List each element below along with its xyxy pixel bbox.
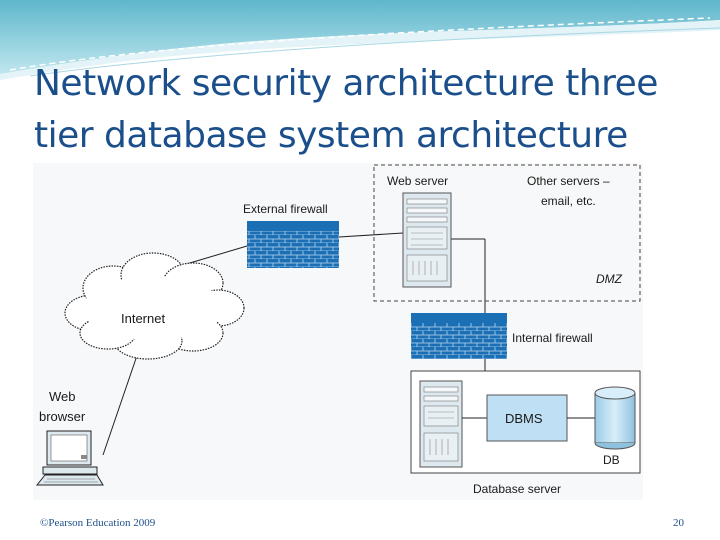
other-servers-label-line-2: email, etc. [541, 194, 596, 208]
dmz-zone [373, 164, 641, 302]
external-firewall-icon [247, 221, 339, 268]
web-browser-label-line-1: Web [49, 389, 76, 404]
web-browser-label-line-2: browser [39, 409, 86, 424]
slide-title-line-1: Network security architecture three [34, 63, 658, 104]
slide-title: Network security architecture three tier… [34, 58, 704, 162]
database-server-label: Database server [473, 482, 561, 496]
page-number: 20 [673, 517, 684, 529]
external-firewall-label: External firewall [243, 202, 328, 216]
internet-cloud-icon [64, 252, 245, 360]
web-server-icon [402, 192, 452, 288]
header-wave-decoration [0, 0, 720, 80]
internal-firewall-icon [411, 313, 507, 359]
db-label: DB [603, 453, 620, 467]
network-architecture-diagram: Web server Other servers – email, etc. D… [33, 163, 643, 500]
dbms-label: DBMS [505, 411, 543, 426]
other-servers-label-line-1: Other servers – [527, 174, 610, 188]
database-server-icon [419, 380, 463, 468]
computer-icon [35, 430, 104, 486]
copyright-footer: ©Pearson Education 2009 [40, 517, 156, 529]
database-cylinder-icon [594, 386, 636, 450]
dmz-label: DMZ [596, 272, 623, 286]
internet-label: Internet [121, 311, 165, 326]
web-server-label: Web server [387, 174, 448, 188]
internal-firewall-label: Internal firewall [512, 331, 593, 345]
dbms-box [486, 394, 568, 442]
slide-title-line-2: tier database system architecture [34, 115, 628, 156]
